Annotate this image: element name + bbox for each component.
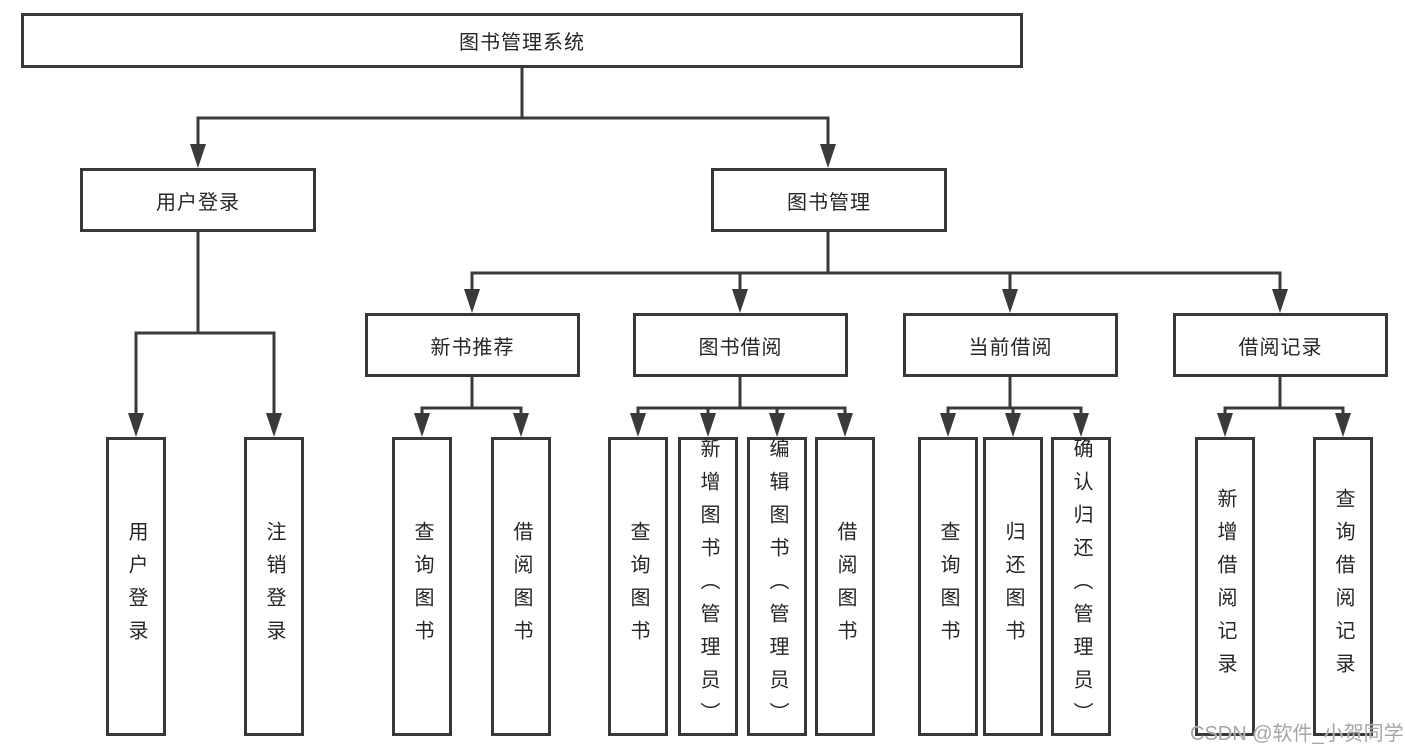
leaf-borrow-books-1: 借阅图书 [491, 437, 551, 736]
leaf-return-books: 归还图书 [983, 437, 1043, 736]
node-current-borrowing-label: 当前借阅 [968, 336, 1053, 359]
leaf-add-borrow-record-label: 新增借阅记录 [1214, 487, 1236, 686]
watermark: CSDN @软件_小贺同学 [1190, 723, 1404, 745]
node-book-borrowing-label: 图书借阅 [698, 336, 783, 359]
leaf-query-books-3: 查询图书 [918, 437, 978, 736]
leaf-borrow-books-2: 借阅图书 [815, 437, 875, 736]
leaf-borrow-books-2-label: 借阅图书 [834, 520, 856, 653]
leaf-query-books-2-label: 查询图书 [627, 520, 649, 653]
leaf-add-borrow-record: 新增借阅记录 [1195, 437, 1255, 736]
leaf-query-borrow-record: 查询借阅记录 [1313, 437, 1373, 736]
leaf-add-books-admin-label: 新增图书（管理员） [697, 438, 719, 735]
node-borrowing-records-label: 借阅记录 [1238, 336, 1323, 359]
node-new-book-recommendation-label: 新书推荐 [430, 336, 515, 359]
leaf-logout: 注销登录 [244, 437, 304, 736]
leaf-user-login-label: 用户登录 [125, 520, 147, 653]
node-book-management-branch-label: 图书管理 [787, 191, 871, 214]
leaf-confirm-return-admin: 确认归还（管理员） [1051, 437, 1111, 736]
leaf-user-login: 用户登录 [106, 437, 166, 736]
leaf-query-books-1: 查询图书 [392, 437, 452, 736]
node-current-borrowing: 当前借阅 [903, 313, 1118, 377]
node-new-book-recommendation: 新书推荐 [365, 313, 580, 377]
leaf-query-books-2: 查询图书 [608, 437, 668, 736]
connector-line-path [134, 66, 1345, 417]
node-book-borrowing: 图书借阅 [633, 313, 848, 377]
node-library-management-system-label: 图书管理系统 [459, 32, 585, 54]
leaf-borrow-books-1-label: 借阅图书 [510, 520, 532, 653]
node-user-login-branch-label: 用户登录 [156, 191, 240, 214]
leaf-query-borrow-record-label: 查询借阅记录 [1332, 487, 1354, 686]
node-book-management-branch: 图书管理 [711, 168, 947, 232]
arrowhead-path [128, 144, 1351, 437]
leaf-query-books-1-label: 查询图书 [411, 520, 433, 653]
leaf-query-books-3-label: 查询图书 [937, 520, 959, 653]
leaf-add-books-admin: 新增图书（管理员） [678, 437, 738, 736]
leaf-logout-label: 注销登录 [263, 520, 285, 653]
leaf-return-books-label: 归还图书 [1002, 520, 1024, 653]
node-borrowing-records: 借阅记录 [1173, 313, 1388, 377]
leaf-confirm-return-admin-label: 确认归还（管理员） [1070, 438, 1092, 735]
node-user-login-branch: 用户登录 [80, 168, 316, 232]
node-library-management-system: 图书管理系统 [21, 13, 1023, 68]
leaf-edit-books-admin: 编辑图书（管理员） [747, 437, 807, 736]
leaf-edit-books-admin-label: 编辑图书（管理员） [766, 438, 788, 735]
